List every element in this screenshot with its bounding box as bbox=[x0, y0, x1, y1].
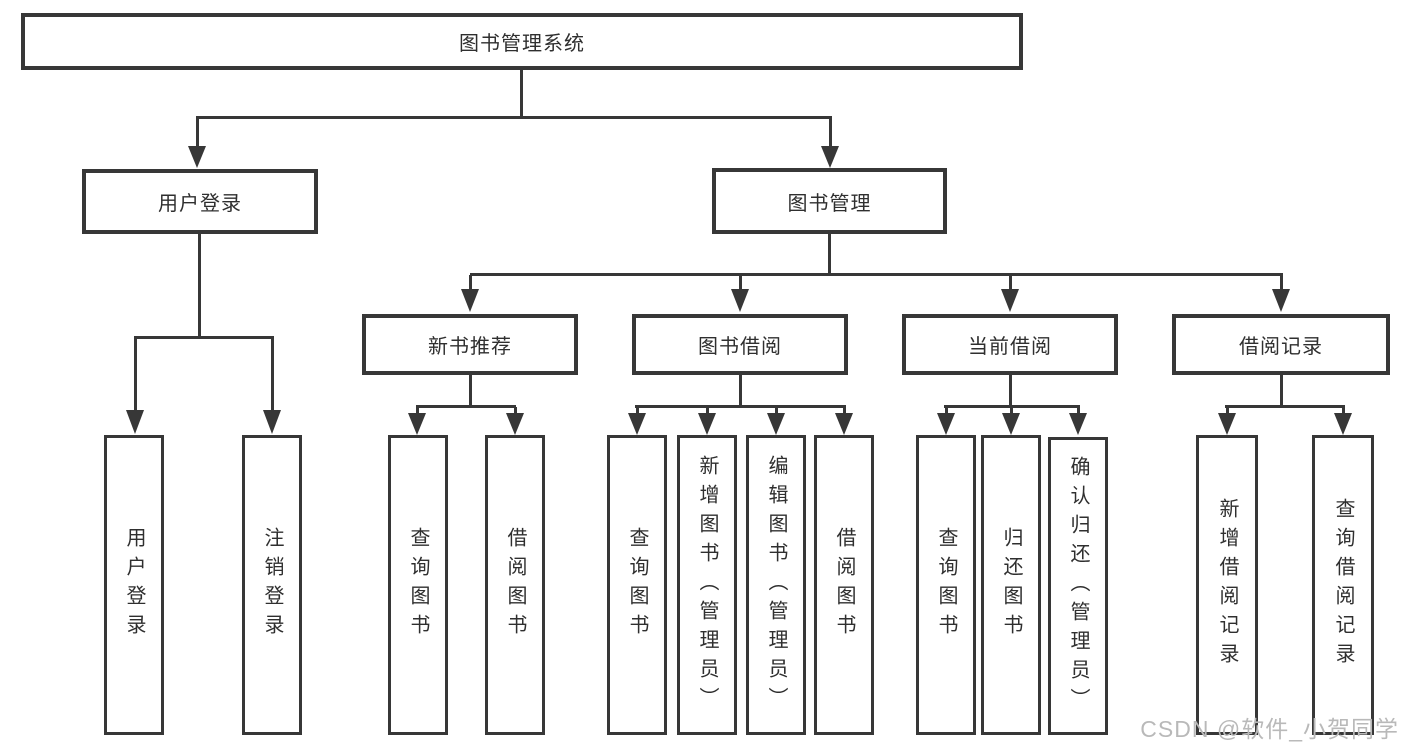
leaf-edit-book: 编辑图书（管理员） bbox=[746, 435, 806, 735]
arrow-down-icon bbox=[821, 146, 839, 168]
leaf-confirm-return-label: 确认归还（管理员） bbox=[1067, 455, 1089, 717]
leaf-query-book-3-label: 查询图书 bbox=[935, 527, 957, 643]
arrow-down-icon bbox=[1272, 289, 1290, 312]
arrow-down-icon bbox=[263, 410, 281, 434]
arrow-down-icon bbox=[731, 289, 749, 312]
node-new-book-rec-label: 新书推荐 bbox=[428, 336, 512, 358]
leaf-borrow-book-1: 借阅图书 bbox=[485, 435, 545, 735]
leaf-add-book-label: 新增图书（管理员） bbox=[696, 454, 718, 716]
connector-line bbox=[416, 405, 516, 408]
connector-line bbox=[843, 407, 846, 413]
node-borrow-records-label: 借阅记录 bbox=[1239, 336, 1323, 358]
leaf-query-record: 查询借阅记录 bbox=[1312, 435, 1374, 735]
leaf-confirm-return: 确认归还（管理员） bbox=[1048, 437, 1108, 735]
connector-line bbox=[775, 407, 778, 413]
connector-line bbox=[470, 273, 1283, 276]
arrow-down-icon bbox=[188, 146, 206, 168]
leaf-return-book: 归还图书 bbox=[981, 435, 1041, 735]
arrow-down-icon bbox=[698, 413, 716, 435]
leaf-add-record: 新增借阅记录 bbox=[1196, 435, 1258, 735]
arrow-down-icon bbox=[1069, 413, 1087, 435]
leaf-logout: 注销登录 bbox=[242, 435, 302, 735]
arrow-down-icon bbox=[628, 413, 646, 435]
node-new-book-rec: 新书推荐 bbox=[362, 314, 578, 375]
connector-line bbox=[829, 118, 832, 146]
arrow-down-icon bbox=[1002, 413, 1020, 435]
connector-line bbox=[198, 234, 201, 339]
node-user-login-label: 用户登录 bbox=[158, 193, 242, 215]
connector-line bbox=[134, 336, 274, 339]
node-book-borrow-label: 图书借阅 bbox=[698, 336, 782, 358]
connector-line bbox=[196, 116, 832, 119]
node-current-borrow-label: 当前借阅 bbox=[968, 336, 1052, 358]
connector-line bbox=[945, 407, 948, 413]
node-book-mgmt: 图书管理 bbox=[712, 168, 947, 234]
connector-line bbox=[828, 234, 831, 276]
connector-line bbox=[1342, 407, 1345, 413]
connector-line bbox=[134, 338, 137, 410]
connector-line bbox=[1226, 407, 1229, 413]
arrow-down-icon bbox=[1001, 289, 1019, 312]
node-root-label: 图书管理系统 bbox=[459, 33, 585, 55]
node-book-borrow: 图书借阅 bbox=[632, 314, 848, 375]
watermark: CSDN @软件_小贺同学 bbox=[1140, 716, 1399, 742]
connector-line bbox=[739, 375, 742, 408]
connector-line bbox=[635, 405, 846, 408]
leaf-query-book-2: 查询图书 bbox=[607, 435, 667, 735]
node-root: 图书管理系统 bbox=[21, 13, 1023, 70]
connector-line bbox=[514, 407, 517, 413]
leaf-borrow-book-2: 借阅图书 bbox=[814, 435, 874, 735]
connector-line bbox=[739, 275, 742, 289]
arrow-down-icon bbox=[937, 413, 955, 435]
arrow-down-icon bbox=[461, 289, 479, 312]
arrow-down-icon bbox=[408, 413, 426, 435]
connector-line bbox=[636, 407, 639, 413]
arrow-down-icon bbox=[767, 413, 785, 435]
leaf-user-login-label: 用户登录 bbox=[123, 527, 145, 643]
arrow-down-icon bbox=[835, 413, 853, 435]
connector-line bbox=[1009, 375, 1012, 408]
leaf-borrow-book-1-label: 借阅图书 bbox=[504, 527, 526, 643]
connector-line bbox=[1280, 275, 1283, 289]
leaf-logout-label: 注销登录 bbox=[261, 527, 283, 643]
leaf-query-record-label: 查询借阅记录 bbox=[1332, 498, 1354, 672]
leaf-return-book-label: 归还图书 bbox=[1000, 527, 1022, 643]
leaf-query-book-3: 查询图书 bbox=[916, 435, 976, 735]
arrow-down-icon bbox=[1334, 413, 1352, 435]
leaf-add-record-label: 新增借阅记录 bbox=[1216, 498, 1238, 672]
connector-line bbox=[196, 118, 199, 146]
leaf-user-login: 用户登录 bbox=[104, 435, 164, 735]
leaf-edit-book-label: 编辑图书（管理员） bbox=[765, 454, 787, 716]
connector-line bbox=[944, 405, 1080, 408]
connector-line bbox=[706, 407, 709, 413]
node-book-mgmt-label: 图书管理 bbox=[787, 192, 872, 215]
connector-line bbox=[520, 70, 523, 119]
leaf-query-book-1: 查询图书 bbox=[388, 435, 448, 735]
leaf-add-book: 新增图书（管理员） bbox=[677, 435, 737, 735]
connector-line bbox=[271, 338, 274, 410]
node-user-login: 用户登录 bbox=[82, 169, 318, 234]
connector-line bbox=[469, 275, 472, 289]
connector-line bbox=[416, 407, 419, 413]
arrow-down-icon bbox=[1218, 413, 1236, 435]
connector-line bbox=[1010, 407, 1013, 413]
connector-line bbox=[1009, 275, 1012, 289]
arrow-down-icon bbox=[126, 410, 144, 434]
node-current-borrow: 当前借阅 bbox=[902, 314, 1118, 375]
connector-line bbox=[1280, 375, 1283, 408]
leaf-query-book-2-label: 查询图书 bbox=[626, 527, 648, 643]
arrow-down-icon bbox=[506, 413, 524, 435]
connector-line bbox=[1225, 405, 1345, 408]
node-borrow-records: 借阅记录 bbox=[1172, 314, 1390, 375]
leaf-query-book-1-label: 查询图书 bbox=[407, 527, 429, 643]
leaf-borrow-book-2-label: 借阅图书 bbox=[833, 527, 855, 643]
connector-line bbox=[469, 375, 472, 408]
connector-line bbox=[1077, 407, 1080, 413]
